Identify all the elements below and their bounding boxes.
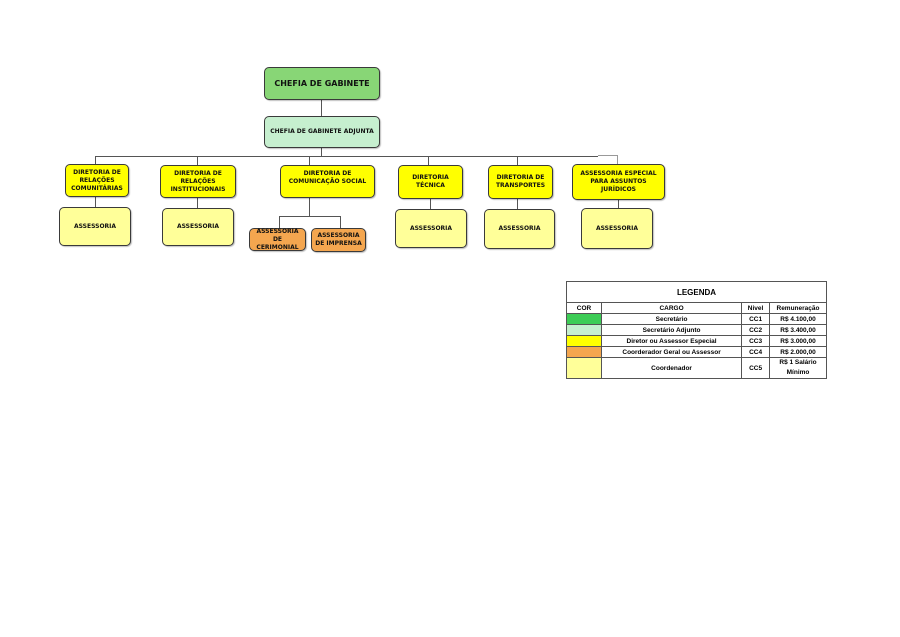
col-header: COR xyxy=(566,302,602,314)
connector xyxy=(617,155,618,164)
legend-title: LEGENDA xyxy=(566,281,827,303)
connector xyxy=(279,216,341,217)
assessoria-especial-juridicos-box: ASSESSORIA ESPECIAL PARA ASSUNTOS JURÍDI… xyxy=(572,164,665,200)
connector xyxy=(340,216,341,228)
nivel: CC4 xyxy=(741,346,770,358)
chefia-adjunta-box: CHEFIA DE GABINETE ADJUNTA xyxy=(264,116,380,148)
legend-table: LEGENDA COR CARGO Nivel Remuneração Secr… xyxy=(566,281,827,379)
diretoria-comunicacao-social-box: DIRETORIA DE COMUNICAÇÃO SOCIAL xyxy=(280,165,375,198)
connector xyxy=(598,155,617,156)
remuneracao: R$ 3.000,00 xyxy=(769,335,827,347)
color-swatch xyxy=(566,357,602,379)
connector xyxy=(430,199,431,209)
cargo: Secretário xyxy=(600,313,743,325)
remuneracao: R$ 2.000,00 xyxy=(769,346,827,358)
diretoria-tecnica-box: DIRETORIA TÉCNICA xyxy=(398,165,463,199)
assessoria-imprensa-box: ASSESSORIA DE IMPRENSA xyxy=(311,228,366,252)
diretoria-transportes-box: DIRETORIA DE TRANSPORTES xyxy=(488,165,553,199)
remuneracao: R$ 1 Salário Mínimo xyxy=(769,357,827,379)
assessoria-box: ASSESSORIA xyxy=(162,208,234,246)
col-header: CARGO xyxy=(600,302,743,314)
connector xyxy=(279,216,280,228)
assessoria-cerimonial-box: ASSESSORIA DE CERIMONIAL xyxy=(249,228,306,251)
diretoria-relacoes-comunitarias-box: DIRETORIA DE RELAÇÕES COMUNITÁRIAS xyxy=(65,164,129,197)
assessoria-box: ASSESSORIA xyxy=(581,208,653,249)
cargo: Coorderador Geral ou Assessor xyxy=(600,346,743,358)
color-swatch xyxy=(566,313,602,325)
connector xyxy=(197,198,198,208)
assessoria-box: ASSESSORIA xyxy=(395,209,467,248)
color-swatch xyxy=(566,346,602,358)
nivel: CC3 xyxy=(741,335,770,347)
col-header: Remuneração xyxy=(769,302,827,314)
nivel: CC1 xyxy=(741,313,770,325)
connector xyxy=(517,199,518,209)
connector xyxy=(428,156,429,165)
diretoria-relacoes-institucionais-box: DIRETORIA DE RELAÇÕES INSTITUCIONAIS xyxy=(160,165,236,198)
col-header: Nivel xyxy=(741,302,770,314)
connector xyxy=(618,200,619,208)
remuneracao: R$ 3.400,00 xyxy=(769,324,827,336)
connector xyxy=(321,100,322,116)
remuneracao: R$ 4.100,00 xyxy=(769,313,827,325)
nivel: CC5 xyxy=(741,357,770,379)
connector xyxy=(309,156,310,165)
connector xyxy=(95,197,96,207)
cargo: Diretor ou Assessor Especial xyxy=(600,335,743,347)
nivel: CC2 xyxy=(741,324,770,336)
connector xyxy=(517,156,518,165)
chefia-de-gabinete-box: CHEFIA DE GABINETE xyxy=(264,67,380,100)
connector xyxy=(309,198,310,216)
connector xyxy=(95,156,598,157)
connector xyxy=(321,148,322,157)
cargo: Coordenador xyxy=(600,357,743,379)
connector xyxy=(95,156,96,164)
assessoria-box: ASSESSORIA xyxy=(484,209,555,249)
cargo: Secretário Adjunto xyxy=(600,324,743,336)
assessoria-box: ASSESSORIA xyxy=(59,207,131,246)
connector xyxy=(197,156,198,165)
color-swatch xyxy=(566,324,602,336)
color-swatch xyxy=(566,335,602,347)
